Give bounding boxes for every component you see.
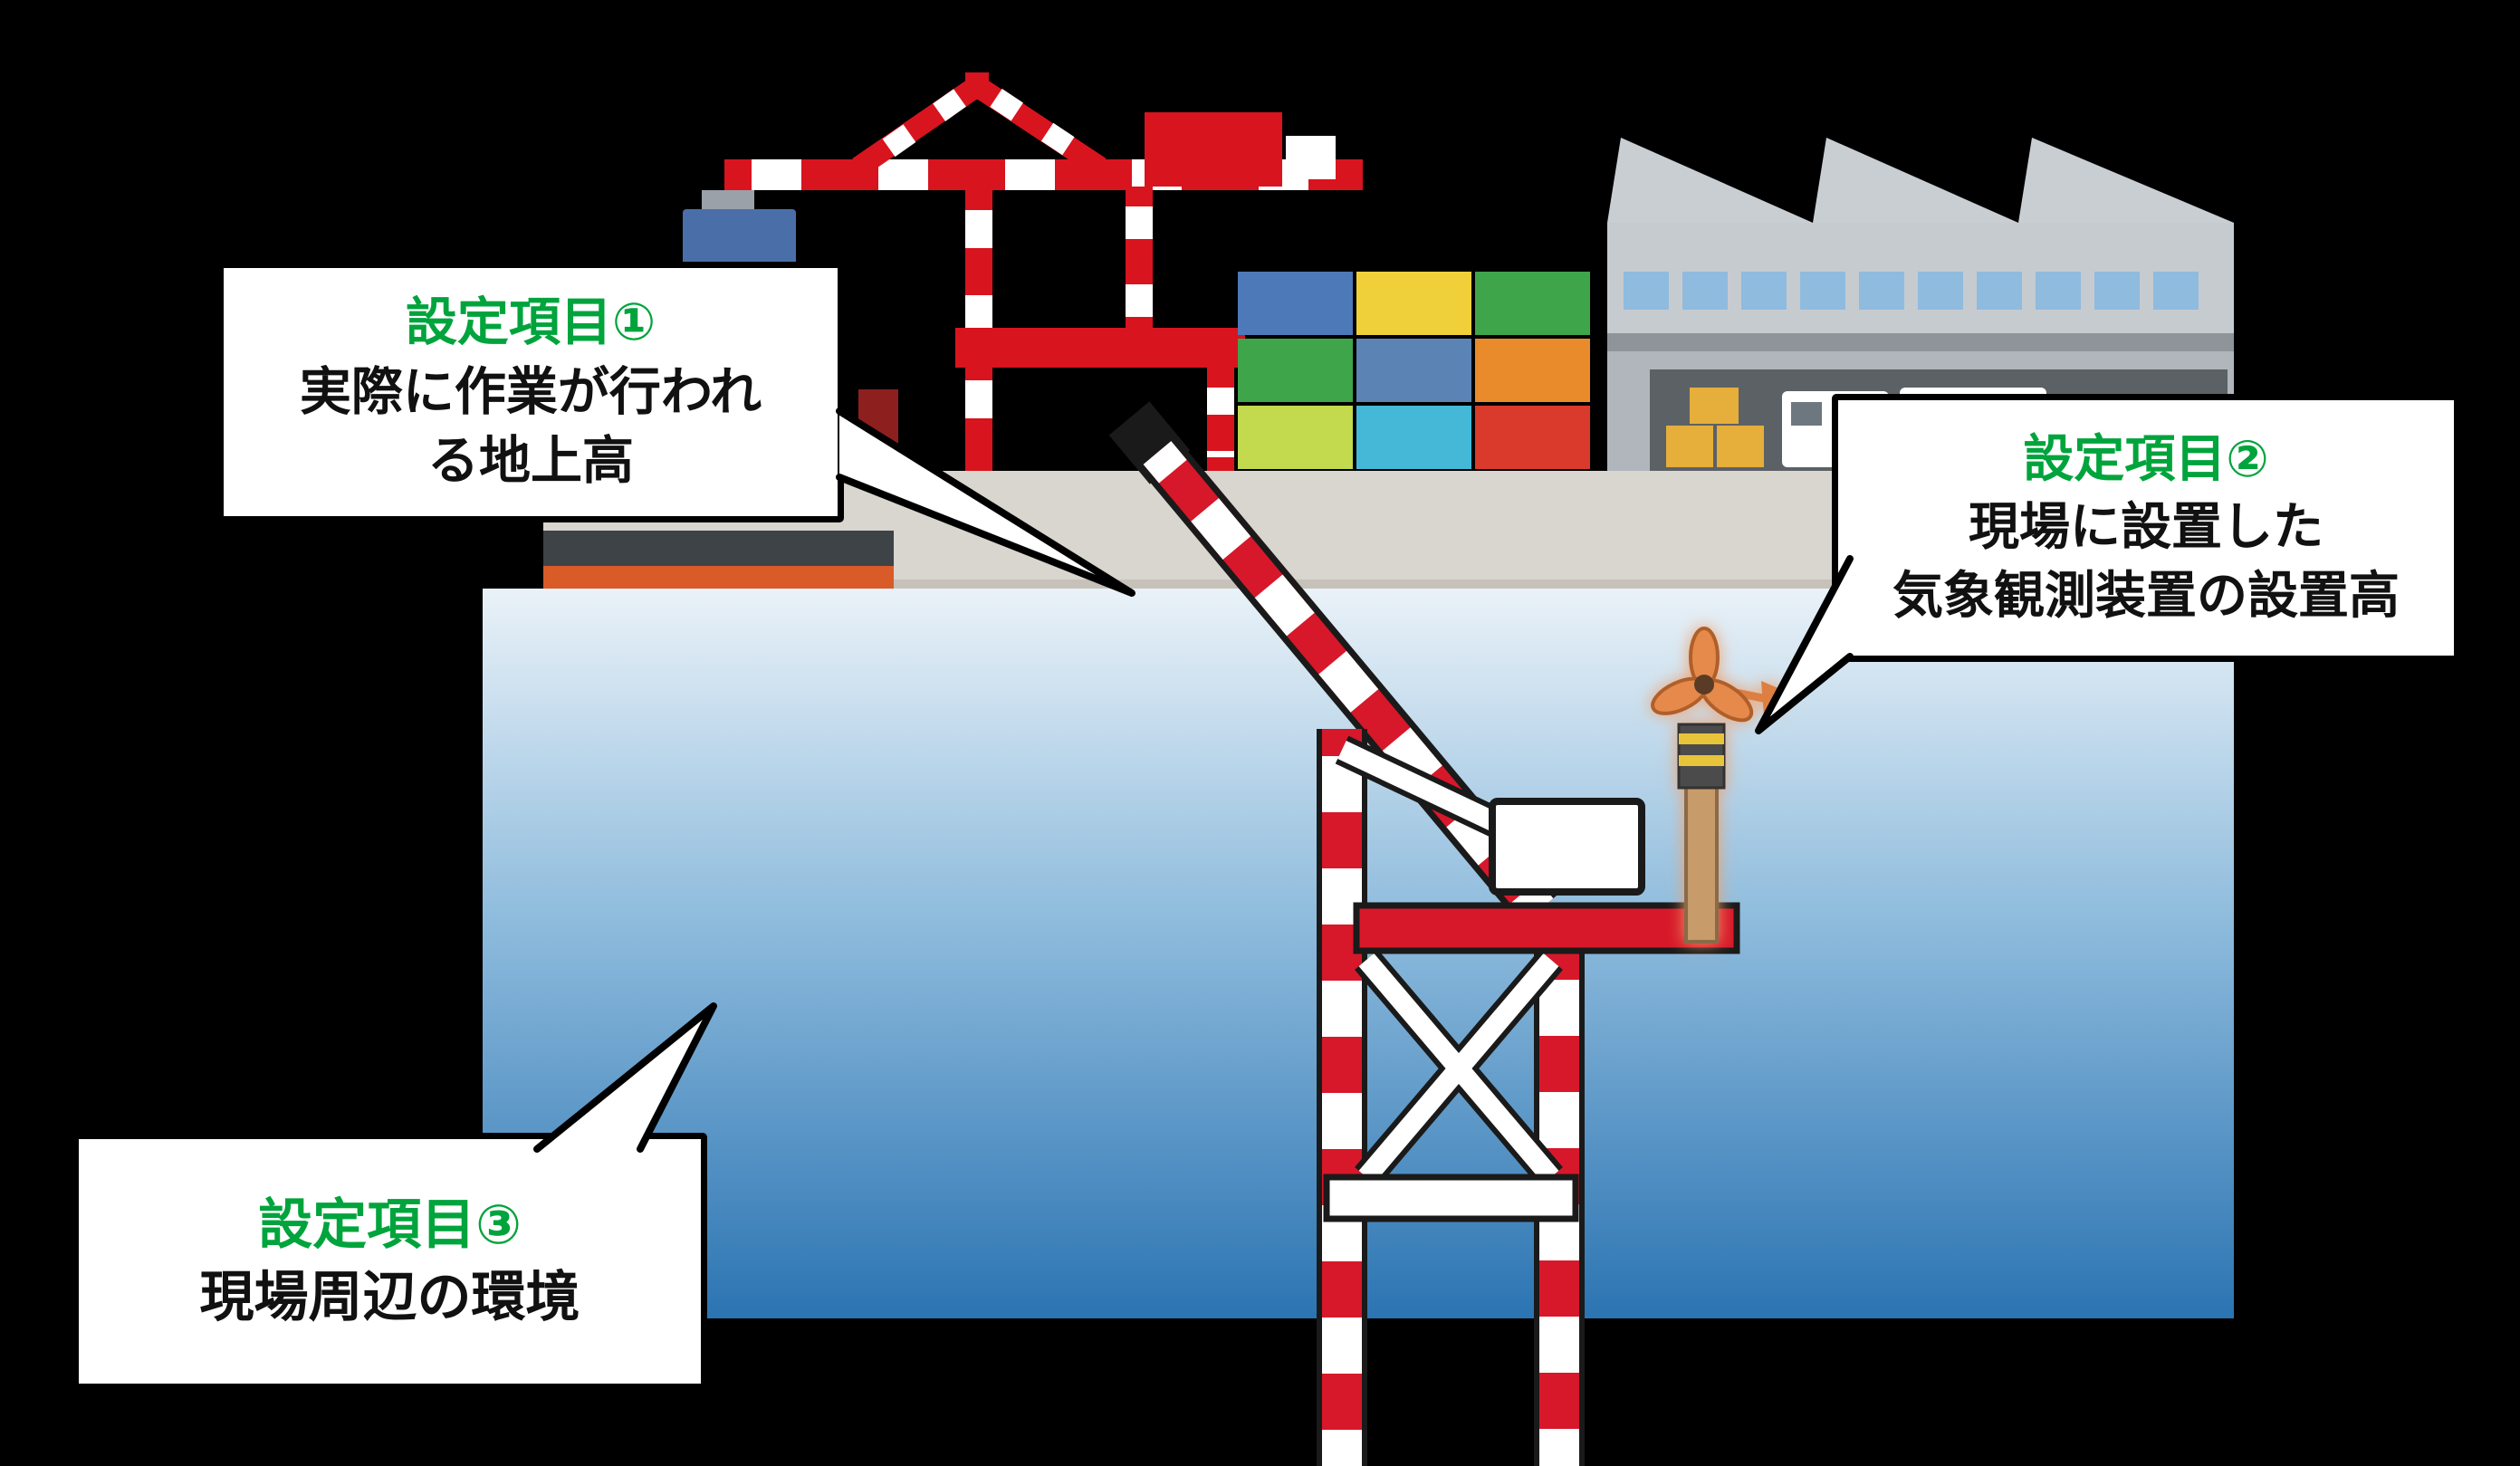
callout2-line2: 気象観測装置の設置高 <box>1892 566 2400 626</box>
factory-window <box>2036 272 2081 310</box>
callout3-heading: 設定項目③ <box>258 1193 522 1257</box>
hanging-container <box>683 209 796 270</box>
device-pole <box>1684 782 1719 944</box>
factory-window <box>1624 272 1669 310</box>
factory-lintel <box>1607 333 2234 351</box>
container-box <box>1475 339 1590 402</box>
factory-window <box>1977 272 2022 310</box>
factory-window <box>1741 272 1787 310</box>
factory-windows <box>1624 272 2199 310</box>
callout2-heading: 設定項目② <box>2023 430 2269 490</box>
container-box <box>1475 406 1590 469</box>
cargo-box <box>1717 426 1764 467</box>
anemometer-device <box>1651 627 1791 944</box>
container-box <box>1356 406 1471 469</box>
factory-window <box>1682 272 1728 310</box>
crane-truss <box>1323 735 1579 1222</box>
trolley-house <box>1145 112 1282 187</box>
cargo-box <box>1666 426 1713 467</box>
factory-window <box>2153 272 2199 310</box>
container-box <box>1475 272 1590 335</box>
shipping-containers <box>1238 272 1590 469</box>
callout3-line1: 現場周辺の環境 <box>199 1266 580 1329</box>
factory-window <box>1918 272 1963 310</box>
factory-window <box>2094 272 2140 310</box>
cargo-box <box>1690 388 1739 424</box>
callout2-line1: 現場に設置した <box>1969 498 2324 558</box>
crawler-crane <box>1108 401 1740 1466</box>
container-box <box>1356 272 1471 335</box>
container-box <box>1238 339 1353 402</box>
factory-window <box>1859 272 1904 310</box>
ship-deck <box>543 531 894 567</box>
callout1-line2: る地上高 <box>427 431 634 492</box>
callout1-heading: 設定項目① <box>405 292 656 353</box>
callout-setting-item-3: 設定項目③ 現場周辺の環境 <box>72 1002 717 1390</box>
callout-setting-item-2: 設定項目② 現場に設置した 気象観測装置の設置高 <box>1755 394 2460 734</box>
callout1-line1: 実際に作業が行われ <box>299 361 762 422</box>
container-box <box>1238 406 1353 469</box>
crane-cab <box>1489 798 1645 896</box>
platform-beam <box>1353 902 1740 954</box>
container-box <box>1356 339 1471 402</box>
quay-container <box>858 389 898 473</box>
container-box <box>1238 272 1353 335</box>
callout-setting-item-1: 設定項目① 実際に作業が行われ る地上高 <box>217 262 1135 597</box>
factory-window <box>1800 272 1845 310</box>
propeller-icon <box>1651 627 1754 723</box>
